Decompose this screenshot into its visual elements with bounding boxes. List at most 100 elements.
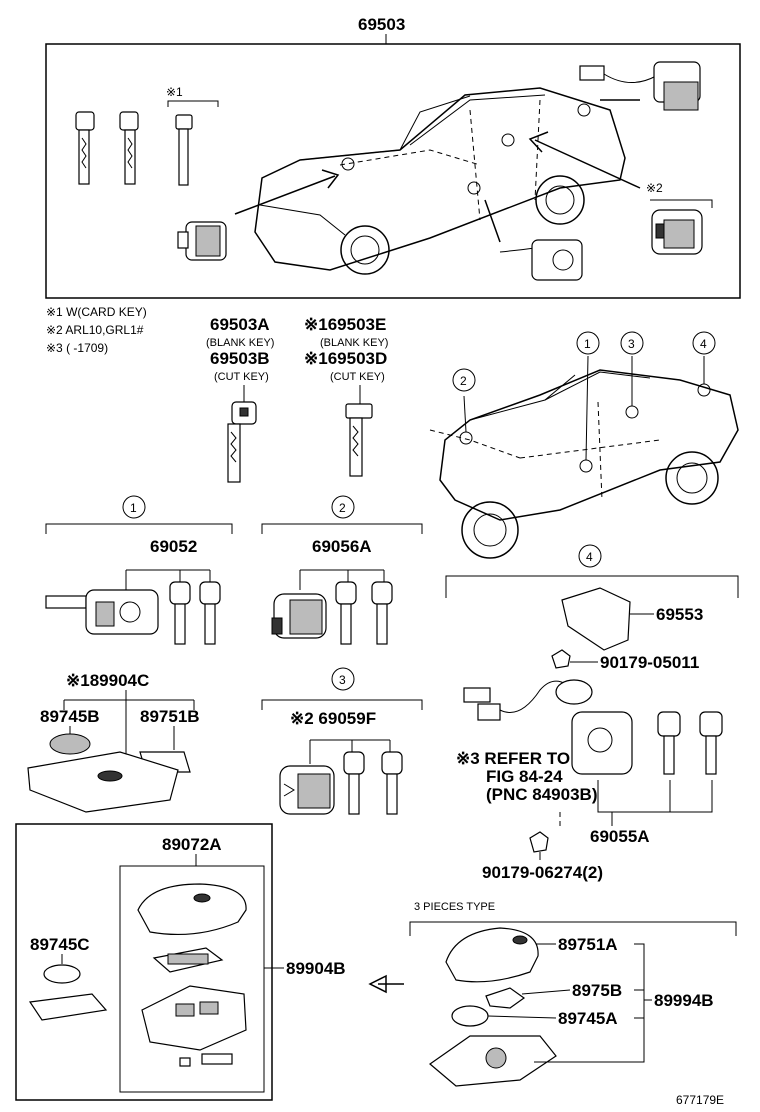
key-4a	[657, 711, 681, 775]
callout-69052: 69052	[150, 537, 197, 556]
key-2-top	[119, 111, 139, 185]
note-2: ※2 ARL10,GRL1#	[46, 323, 144, 337]
callout-89904C: ※189904C	[66, 671, 149, 690]
circle-label-3-car: 3	[620, 331, 644, 355]
circle-label-3: 3	[331, 667, 355, 691]
battery-89745B	[49, 733, 91, 755]
callout-89745A: 89745A	[558, 1009, 618, 1028]
lock-cylinder-2	[271, 593, 327, 639]
callout-89904B: 89904B	[286, 959, 346, 978]
note-69503A: (BLANK KEY)	[206, 337, 274, 349]
arrow-top-1	[234, 175, 336, 215]
callout-69503E: ※169503E	[304, 315, 386, 334]
key-2b	[371, 581, 393, 645]
callout-90179-05011: 90179-05011	[600, 653, 699, 672]
circle-label-2-car: 2	[452, 368, 476, 392]
nut-90179-05011	[551, 649, 571, 669]
callout-89072A: 89072A	[162, 835, 222, 854]
svg-text:4: 4	[700, 337, 707, 351]
lock-cylinder-top-far-right	[651, 209, 703, 255]
callout-89751B: 89751B	[140, 707, 200, 726]
box-89072A	[119, 865, 265, 1093]
remote-base	[141, 985, 247, 1051]
lock-cylinder-top-left	[177, 221, 227, 261]
battery-89745C	[43, 964, 81, 984]
mark-1-top: ※1	[166, 85, 183, 99]
arrow-top-2	[534, 139, 641, 189]
callout-69503D: ※169503D	[304, 349, 387, 368]
callout-89994B: 89994B	[654, 991, 714, 1010]
card-key-top	[175, 114, 193, 186]
car-outline-locations	[429, 355, 739, 559]
key-1b	[199, 581, 221, 645]
key-3b	[381, 751, 403, 815]
assembly-69503-frame	[45, 43, 741, 299]
bracket-3-pieces	[409, 921, 737, 936]
circle-label-1: 1	[122, 495, 146, 519]
note-69503B: (CUT KEY)	[214, 371, 269, 383]
bracket-section-1	[45, 523, 233, 534]
figure-id: 677179E	[676, 1093, 724, 1107]
circle-label-4: 4	[578, 544, 602, 568]
callout-69503B: 69503B	[210, 349, 270, 368]
callout-89751A: 89751A	[558, 935, 618, 954]
ignition-switch-top-mid	[499, 239, 583, 281]
callout-69553: 69553	[656, 605, 703, 624]
label-3-pieces-type: 3 PIECES TYPE	[414, 901, 495, 913]
callout-69059F: ※2 69059F	[290, 709, 376, 728]
callout-89745B: 89745B	[40, 707, 100, 726]
svg-text:2: 2	[460, 374, 467, 388]
note-3: ※3 ( -1709)	[46, 341, 108, 355]
battery-89745A	[451, 1005, 489, 1027]
svg-text:1: 1	[584, 337, 591, 351]
ignition-switch-1	[45, 589, 159, 635]
refer-line-3: (PNC 84903B)	[486, 785, 598, 804]
svg-text:2: 2	[339, 501, 346, 515]
callout-69503A: 69503A	[210, 315, 270, 334]
callout-90179-06274: 90179-06274(2)	[482, 863, 603, 882]
mark-2-top: ※2	[646, 181, 663, 195]
note-69503E: (BLANK KEY)	[320, 337, 388, 349]
part-8975B	[485, 987, 526, 1009]
bracket-section-3	[261, 699, 423, 710]
circle-label-4-car: 4	[692, 331, 716, 355]
arrow-top-4	[484, 199, 501, 243]
gasket-89745C	[28, 993, 108, 1021]
cover-89751A	[445, 927, 539, 983]
bracket-card-key	[167, 100, 219, 107]
key-1a	[169, 581, 191, 645]
svg-text:1: 1	[130, 501, 137, 515]
svg-text:3: 3	[339, 673, 346, 687]
bracket-section-4	[445, 575, 739, 598]
key-2a	[335, 581, 357, 645]
ignition-switch-top-right	[579, 61, 701, 111]
note-69503D: (CUT KEY)	[330, 371, 385, 383]
cover-69553	[561, 587, 631, 651]
card-key-89904C	[27, 751, 179, 813]
callout-69056A: 69056A	[312, 537, 372, 556]
callout-69055A: 69055A	[590, 827, 650, 846]
callout-89745C: 89745C	[30, 935, 90, 954]
lock-cylinder-3	[279, 765, 335, 815]
note-1: ※1 W(CARD KEY)	[46, 305, 147, 319]
box-89904B	[15, 823, 273, 1101]
key-69503E-D	[345, 385, 373, 477]
callout-69503: 69503	[358, 15, 405, 34]
refer-line-1: ※3 REFER TO	[456, 749, 570, 768]
car-outline-top	[254, 87, 626, 275]
key-1-top	[75, 111, 95, 185]
circle-label-1-car: 1	[576, 331, 600, 355]
key-4b	[699, 711, 723, 775]
refer-line-2: FIG 84-24	[486, 767, 563, 786]
ignition-switch-69055A	[463, 679, 633, 775]
key-3a	[343, 751, 365, 815]
remote-cover-89072A	[137, 883, 247, 936]
bracket-section-2	[261, 523, 423, 534]
svg-text:4: 4	[586, 550, 593, 564]
callout-8975B: 8975B	[572, 981, 622, 1000]
circle-label-2: 2	[331, 495, 355, 519]
svg-text:3: 3	[628, 337, 635, 351]
key-69503A-B	[227, 385, 257, 483]
bolt-90179-06274	[529, 831, 549, 853]
